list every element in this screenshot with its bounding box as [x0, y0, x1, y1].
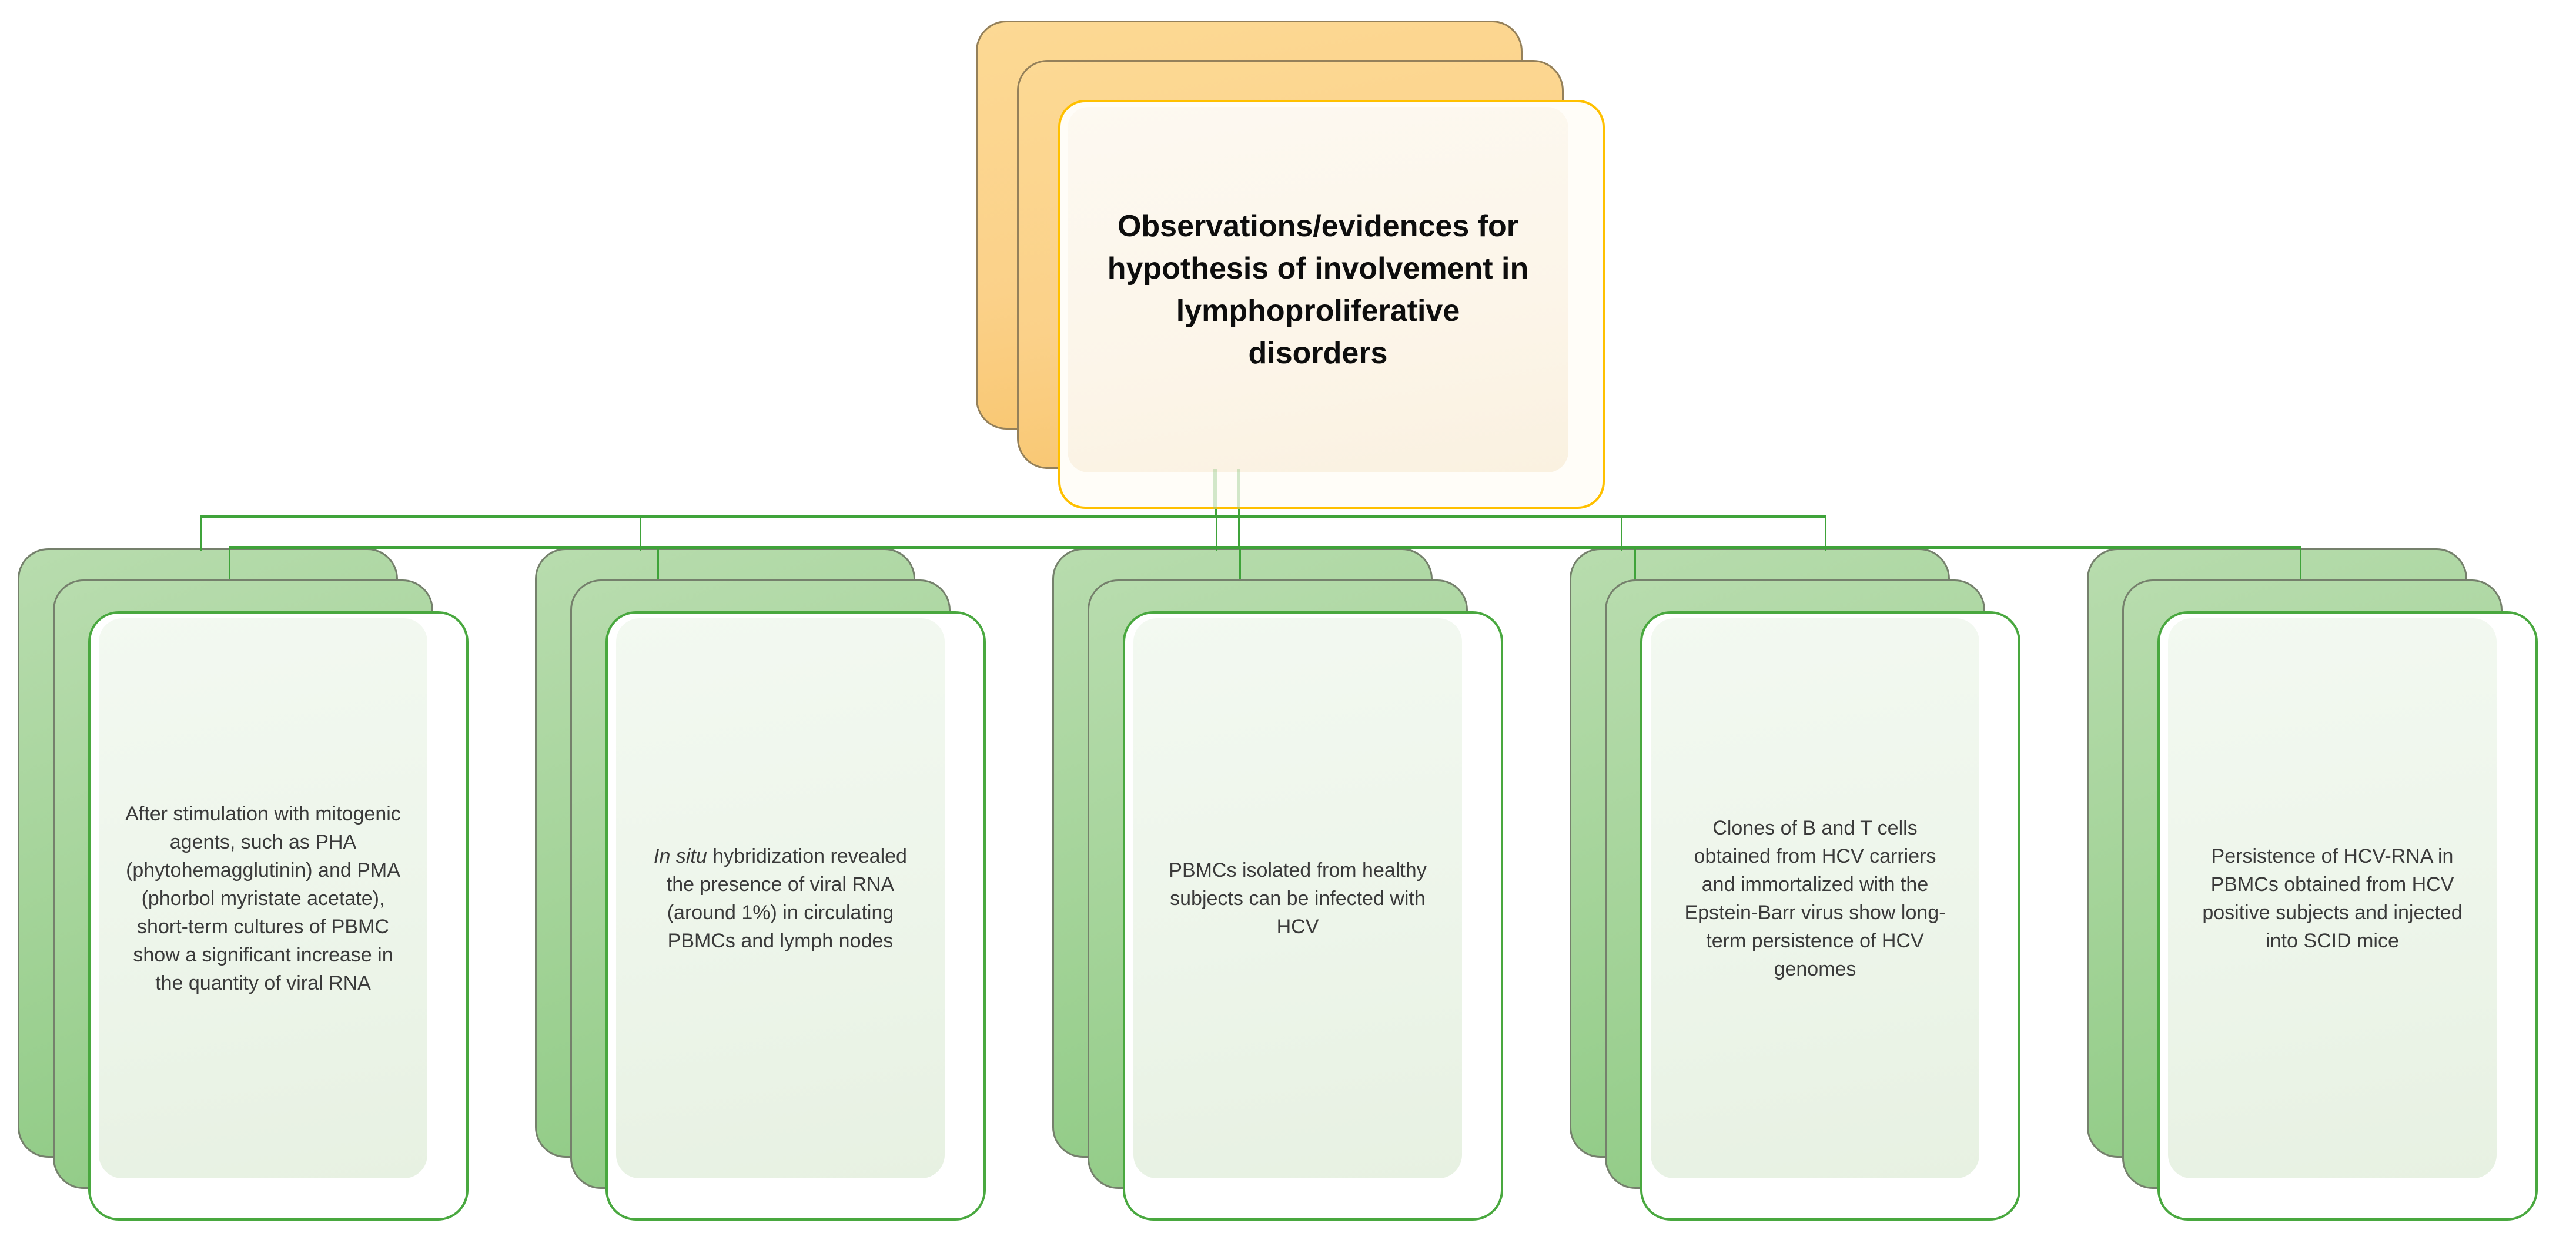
evidence-1-card-inner: After stimulation with mitogenic agents,… [99, 618, 427, 1178]
hypothesis-card-inner: Observations/evidences for hypothesis of… [1068, 107, 1568, 472]
connector-stem-right [1238, 509, 1240, 547]
connector-drop-lower-5 [2300, 546, 2301, 582]
evidence-3-card: PBMCs isolated from healthy subjects can… [1123, 611, 1503, 1221]
evidence-1-card: After stimulation with mitogenic agents,… [88, 611, 469, 1221]
connector-drop-upper-5 [1825, 515, 1826, 551]
connector-stem-right-faint [1237, 469, 1240, 509]
connector-stem-left-faint [1213, 469, 1217, 509]
evidence-2-text: In situ hybridization revealed the prese… [654, 844, 907, 952]
connector-stem-left [1215, 509, 1217, 517]
hypothesis-card: Observations/evidences for hypothesis of… [1058, 100, 1605, 509]
evidence-3-text: PBMCs isolated from healthy subjects can… [1169, 859, 1427, 938]
connector-rail-lower [229, 546, 2301, 549]
connector-drop-lower-4 [1634, 546, 1636, 582]
connector-drop-lower-1 [229, 546, 230, 582]
connector-drop-upper-2 [640, 515, 641, 551]
connector-drop-upper-3 [1216, 515, 1217, 551]
connector-drop-lower-3 [1239, 546, 1241, 582]
hypothesis-title: Observations/evidences for hypothesis of… [1107, 209, 1529, 370]
evidence-1-text: After stimulation with mitogenic agents,… [125, 802, 401, 994]
evidence-2-card: In situ hybridization revealed the prese… [605, 611, 986, 1221]
connector-rail-upper [200, 515, 1826, 518]
evidence-5-card-inner: Persistence of HCV-RNA in PBMCs obtained… [2168, 618, 2497, 1178]
connector-drop-upper-1 [200, 515, 202, 551]
evidence-4-card-inner: Clones of B and T cells obtained from HC… [1651, 618, 1979, 1178]
evidence-4-text: Clones of B and T cells obtained from HC… [1684, 816, 1946, 980]
connector-drop-upper-4 [1621, 515, 1622, 551]
evidence-5-text: Persistence of HCV-RNA in PBMCs obtained… [2202, 844, 2463, 952]
evidence-4-card: Clones of B and T cells obtained from HC… [1640, 611, 2020, 1221]
connector-drop-lower-2 [657, 546, 659, 582]
evidence-2-card-inner: In situ hybridization revealed the prese… [616, 618, 945, 1178]
evidence-5-card: Persistence of HCV-RNA in PBMCs obtained… [2157, 611, 2538, 1221]
evidence-3-card-inner: PBMCs isolated from healthy subjects can… [1133, 618, 1462, 1178]
